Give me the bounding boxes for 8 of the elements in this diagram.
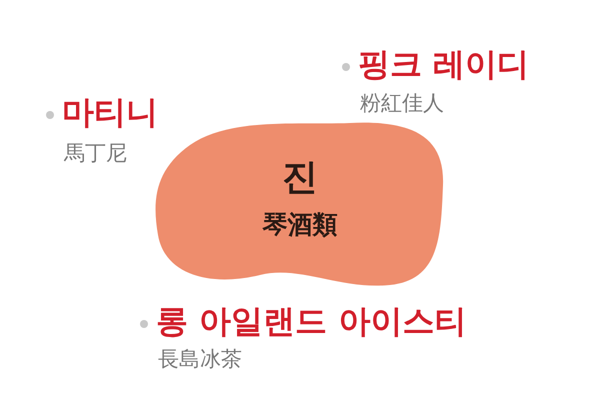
item-name: 마티니 — [62, 93, 158, 131]
item-translation: 粉紅佳人 — [360, 90, 444, 116]
blob-subtitle: 琴酒類 — [261, 210, 338, 240]
item-name: 핑크 레이디 — [358, 45, 530, 83]
item-translation: 馬丁尼 — [64, 140, 127, 166]
blob-title: 진 — [281, 157, 319, 199]
item-translation: 長島冰茶 — [158, 346, 242, 372]
item-name: 롱 아일랜드 아이스티 — [156, 302, 466, 340]
